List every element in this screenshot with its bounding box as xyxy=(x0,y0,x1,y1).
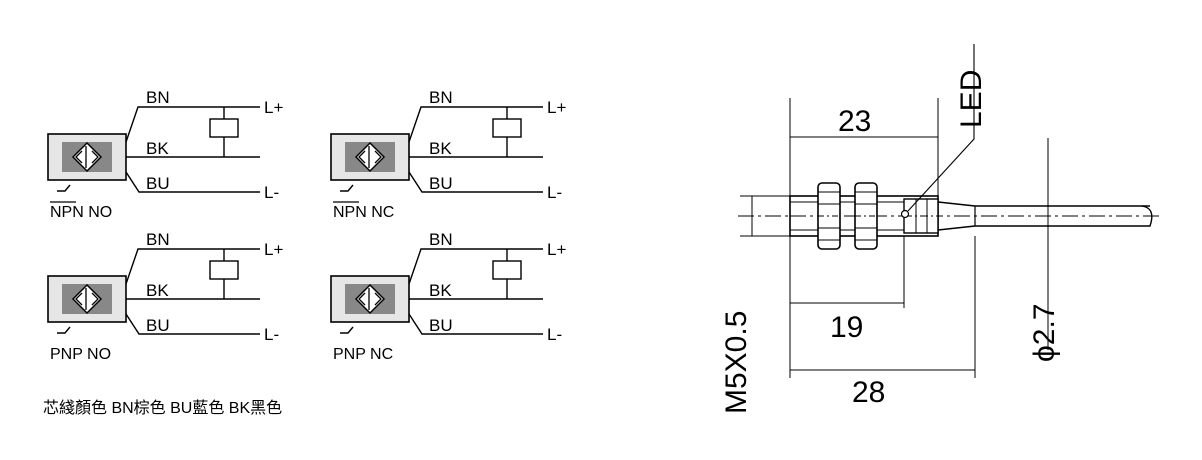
wire-label-bu: BU xyxy=(146,174,170,193)
cable-diameter-label: ϕ2.7 xyxy=(1028,303,1061,362)
wiring-diagram-pnp-no: BN BK BU L+ L- PNP NO xyxy=(47,230,283,363)
wiring-diagram-npn-no: BN BK BU L+ L- NPN NO xyxy=(47,88,283,221)
wire-label-bu: BU xyxy=(429,174,453,193)
terminal-l-plus: L+ xyxy=(547,98,566,117)
dimension-label-28: 28 xyxy=(852,376,885,409)
terminal-l-plus: L+ xyxy=(264,240,283,259)
terminal-l-plus: L+ xyxy=(547,240,566,259)
dimension-label-19: 19 xyxy=(830,311,863,344)
diagram-caption: NPN NC xyxy=(333,204,394,221)
sensor-symbol-icon xyxy=(47,275,127,323)
wire-label-bn: BN xyxy=(429,230,453,249)
terminal-l-minus: L- xyxy=(547,183,562,202)
diagram-caption: NPN NO xyxy=(50,204,112,221)
hex-nut xyxy=(817,182,841,250)
terminal-l-minus: L- xyxy=(264,183,279,202)
wire-label-bk: BK xyxy=(429,281,452,300)
led-leader-line xyxy=(907,44,975,212)
terminal-l-plus: L+ xyxy=(264,98,283,117)
wire-label-bk: BK xyxy=(146,139,169,158)
wiring-diagram-npn-nc: BN BK BU L+ L- NPN NC xyxy=(330,88,566,221)
wire-label-bu: BU xyxy=(429,316,453,335)
wiring-diagram-pnp-nc: BN BK BU L+ L- PNP NC xyxy=(330,230,566,363)
wire-color-legend: 芯綫顏色 BN棕色 BU藍色 BK黑色 xyxy=(43,399,282,417)
wire-label-bk: BK xyxy=(429,139,452,158)
wire-label-bk: BK xyxy=(146,281,169,300)
dimension-label-23: 23 xyxy=(838,105,871,138)
wire-label-bu: BU xyxy=(146,316,170,335)
terminal-l-minus: L- xyxy=(547,325,562,344)
wire-label-bn: BN xyxy=(429,88,453,107)
led-indicator xyxy=(900,209,910,219)
terminal-l-minus: L- xyxy=(264,325,279,344)
diagram-caption: PNP NO xyxy=(50,346,111,363)
sensor-symbol-icon xyxy=(330,133,410,181)
sensor-symbol-icon xyxy=(47,133,127,181)
wire-label-bn: BN xyxy=(146,230,170,249)
hex-nut xyxy=(854,182,878,250)
led-label: LED xyxy=(955,70,988,128)
sensor-dimension-drawing xyxy=(738,44,1160,378)
wire-label-bn: BN xyxy=(146,88,170,107)
diagram-caption: PNP NC xyxy=(333,346,393,363)
sensor-symbol-icon xyxy=(330,275,410,323)
thread-size-label: M5X0.5 xyxy=(720,311,753,414)
